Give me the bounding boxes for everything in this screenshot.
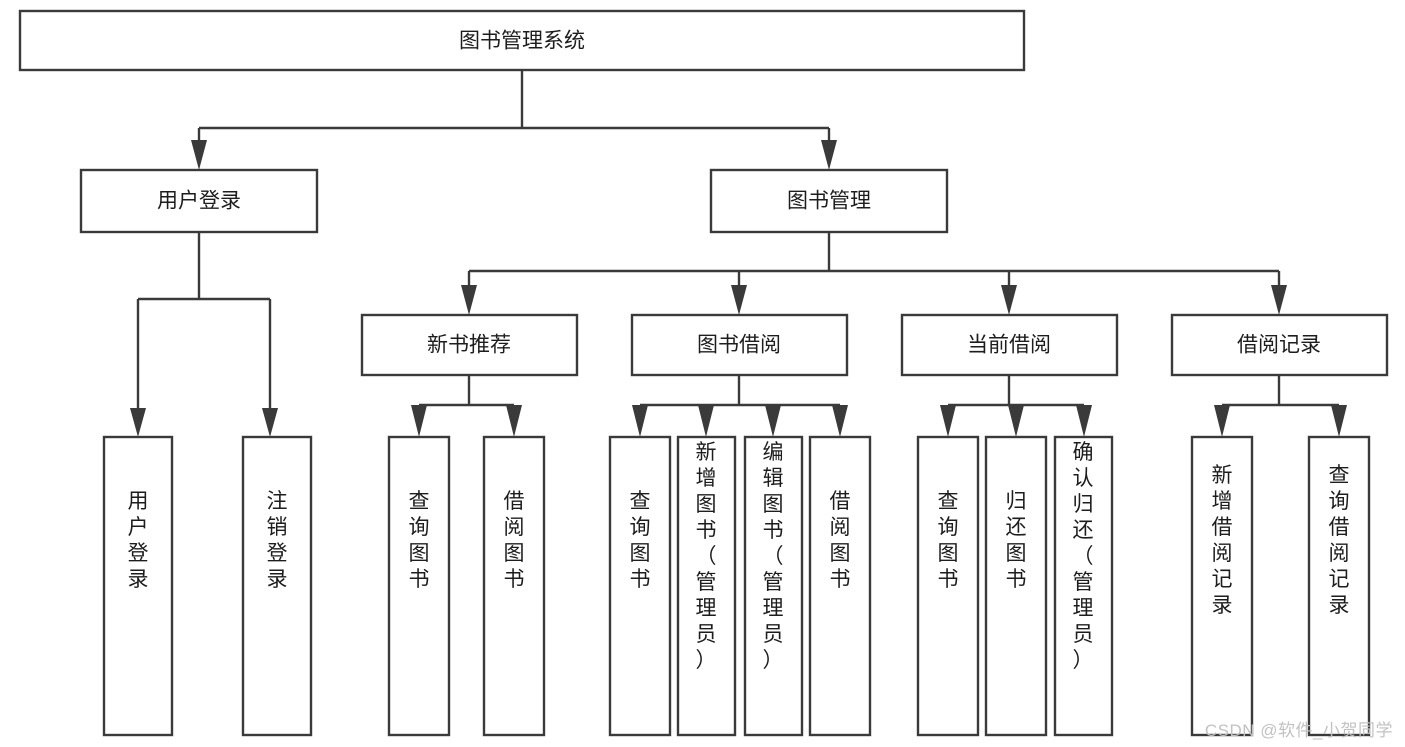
node-book-borrow-box[interactable] [630, 313, 849, 377]
leaf-book-borrow-2-box[interactable] [676, 435, 737, 737]
leaf-user-login-2-box[interactable] [241, 435, 313, 737]
leaf-book-borrow-2-label: 新增图书（管理员） [696, 441, 717, 672]
node-book-borrow[interactable]: 图书借阅 [630, 313, 849, 377]
leaf-current-borrow-1-label: 查询图书 [938, 490, 959, 591]
arrow-user-leaf1-icon [130, 408, 146, 437]
arrow-borrow-l4-icon [832, 405, 848, 437]
leaf-book-borrow-1-label: 查询图书 [630, 490, 651, 591]
connector-group-user-login [130, 232, 278, 437]
connector-group-root [191, 70, 837, 170]
node-borrow-record-label: 借阅记录 [1237, 334, 1321, 357]
node-user-login-label: 用户登录 [157, 190, 241, 213]
node-new-book-recommend-label: 新书推荐 [427, 334, 511, 357]
node-borrow-record[interactable]: 借阅记录 [1170, 313, 1389, 377]
connector-group-new-book [411, 375, 522, 437]
node-borrow-record-box[interactable] [1170, 313, 1389, 377]
arrow-book-c3-icon [1001, 285, 1017, 315]
node-book-manage[interactable]: 图书管理 [709, 168, 949, 234]
leaf-book-borrow-4[interactable]: 借阅图书 [808, 435, 872, 737]
arrow-newbook-l1-icon [411, 405, 427, 437]
node-new-book-recommend[interactable]: 新书推荐 [360, 313, 579, 377]
arrow-newbook-l2-icon [506, 405, 522, 437]
leaf-book-borrow-4-box[interactable] [808, 435, 872, 737]
node-user-login-box[interactable] [79, 168, 319, 234]
arrow-current-l3-icon [1076, 405, 1092, 437]
arrow-borrow-l2-icon [698, 405, 714, 437]
arrow-user-leaf2-icon [262, 408, 278, 437]
arrow-borrow-l3-icon [765, 405, 781, 437]
leaf-current-borrow-2[interactable]: 归还图书 [984, 435, 1048, 737]
leaf-new-book-1[interactable]: 查询图书 [387, 435, 451, 737]
csdn-watermark: CSDN @软件_小贺同学 [1204, 721, 1393, 740]
leaf-borrow-record-1[interactable]: 新增借阅记录 [1190, 435, 1254, 737]
arrow-record-l2-icon [1331, 405, 1347, 437]
node-root[interactable]: 图书管理系统 [18, 9, 1026, 72]
leaf-book-borrow-3-box[interactable] [743, 435, 804, 737]
leaf-book-borrow-1[interactable]: 查询图书 [608, 435, 672, 737]
leaf-current-borrow-1[interactable]: 查询图书 [916, 435, 980, 737]
node-user-login[interactable]: 用户登录 [79, 168, 319, 234]
node-root-label: 图书管理系统 [459, 30, 585, 53]
leaf-book-borrow-3-label: 编辑图书（管理员） [763, 441, 784, 672]
node-current-borrow-label: 当前借阅 [967, 334, 1051, 357]
leaf-current-borrow-3-label: 确认归还（管理员） [1073, 441, 1094, 672]
leaf-borrow-record-1-label: 新增借阅记录 [1212, 464, 1233, 617]
leaf-borrow-record-1-box[interactable] [1190, 435, 1254, 737]
connector-group-book-manage [461, 232, 1287, 315]
node-current-borrow[interactable]: 当前借阅 [900, 313, 1119, 377]
leaf-user-login-1[interactable]: 用户登录 [102, 435, 174, 737]
arrow-root-to-user-icon [191, 140, 207, 170]
leaf-new-book-2-label: 借阅图书 [504, 490, 525, 591]
arrow-book-c1-icon [461, 285, 477, 315]
arrow-current-l1-icon [940, 405, 956, 437]
leaf-new-book-1-box[interactable] [387, 435, 451, 737]
node-new-book-recommend-box[interactable] [360, 313, 579, 377]
leaf-book-borrow-4-label: 借阅图书 [830, 490, 851, 591]
leaf-new-book-1-label: 查询图书 [409, 490, 430, 591]
node-root-box[interactable] [18, 9, 1026, 72]
leaf-borrow-record-2-box[interactable] [1307, 435, 1371, 737]
leaf-borrow-record-2[interactable]: 查询借阅记录 [1307, 435, 1371, 737]
node-current-borrow-box[interactable] [900, 313, 1119, 377]
connector-group-book-borrow [632, 375, 848, 437]
arrow-borrow-l1-icon [632, 405, 648, 437]
leaf-current-borrow-2-label: 归还图书 [1006, 490, 1027, 591]
leaf-book-borrow-2[interactable]: 新增图书（管理员） [676, 435, 737, 737]
arrow-root-to-book-icon [821, 140, 837, 170]
leaf-user-login-2[interactable]: 注销登录 [241, 435, 313, 737]
node-book-manage-box[interactable] [709, 168, 949, 234]
node-book-manage-label: 图书管理 [787, 190, 871, 213]
leaf-current-borrow-1-box[interactable] [916, 435, 980, 737]
connector-group-current-borrow [940, 375, 1092, 437]
leaf-book-borrow-1-box[interactable] [608, 435, 672, 737]
leaf-new-book-2[interactable]: 借阅图书 [482, 435, 546, 737]
leaf-current-borrow-3-box[interactable] [1053, 435, 1114, 737]
node-book-borrow-label: 图书借阅 [697, 334, 781, 357]
leaf-user-login-1-box[interactable] [102, 435, 174, 737]
leaf-book-borrow-3[interactable]: 编辑图书（管理员） [743, 435, 804, 737]
leaf-user-login-2-label: 注销登录 [267, 490, 288, 591]
leaf-user-login-1-label: 用户登录 [128, 490, 149, 591]
arrow-book-c4-icon [1271, 285, 1287, 315]
arrow-book-c2-icon [731, 285, 747, 315]
leaf-current-borrow-2-box[interactable] [984, 435, 1048, 737]
leaf-borrow-record-2-label: 查询借阅记录 [1329, 464, 1350, 617]
arrow-current-l2-icon [1008, 405, 1024, 437]
connector-group-borrow-record [1214, 375, 1347, 437]
leaf-new-book-2-box[interactable] [482, 435, 546, 737]
arrow-record-l1-icon [1214, 405, 1230, 437]
leaf-current-borrow-3[interactable]: 确认归还（管理员） [1053, 435, 1114, 737]
